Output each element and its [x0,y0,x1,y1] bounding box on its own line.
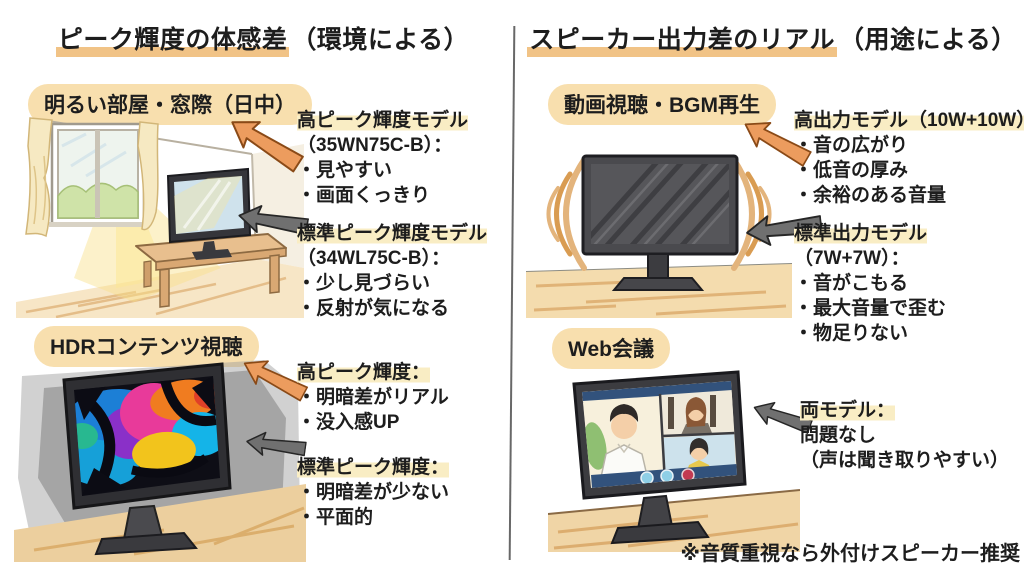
annotation-line: ・反射が気になる [297,298,450,319]
plant [583,422,607,470]
hdr-colorful-screen [74,376,220,496]
right-column-title: スピーカー出力差のリアル（用途による） [522,20,1022,59]
right-curtain [137,121,159,231]
left-curtain [25,117,53,238]
center-divider-line [508,26,516,560]
video-tile-woman [660,390,734,436]
annotation-line: ・音がこもる [794,273,909,294]
monitor-bright-room [166,167,252,260]
annotation-heading: 標準ピーク輝度： [297,457,450,478]
annotation-line: ・明暗差がリアル [297,387,449,408]
speaker-monitor-illustration [526,154,792,318]
annotation-heading: 両モデル： [800,400,896,421]
section-label-hdr: HDRコンテンツ視聴 [34,326,259,367]
annotation-heading: 高ピーク輝度： [297,362,431,383]
annotation-line: （7W+7W）： [794,248,910,269]
video-call-top-bar [582,381,732,403]
sound-waves-left-icon [546,157,587,271]
annotation-standard-peak-model: 標準ピーク輝度モデル （34WL75C-B）： ・少し見づらい ・反射が気になる [297,221,509,321]
annotation-line: ・余裕のある音量 [794,185,947,206]
monitor-dark-screen [581,154,739,291]
annotation-heading: 高出力モデル（10W+10W） [794,110,1024,131]
annotation-standard-peak: 標準ピーク輝度： ・明暗差が少ない ・平面的 [297,455,509,530]
web-conference-monitor-illustration [548,370,800,552]
right-title-paren: （用途による） [839,26,1017,54]
section-label-video-bgm: 動画視聴・BGM再生 [548,84,776,125]
annotation-line: （34WL75C-B）： [297,248,451,269]
right-title-highlighted: スピーカー出力差のリアル [527,26,837,59]
annotation-line: ・画面くっきり [297,185,431,206]
annotation-line: （声は聞き取りやすい） [800,450,1010,471]
footnote-speaker-recommendation: ※音質重視なら外付けスピーカー推奨 [680,543,1020,565]
annotation-high-output-model: 高出力モデル（10W+10W） ・音の広がり ・低音の厚み ・余裕のある音量 [794,108,1024,208]
call-button-blue-1 [640,471,654,485]
annotation-line: ・明暗差が少ない [297,482,450,503]
annotation-standard-output-model: 標準出力モデル （7W+7W）： ・音がこもる ・最大音量で歪む ・物足りない [794,221,1024,346]
annotation-block-brightness-bright-room: 高ピーク輝度モデル （35WN75C-B）： ・見やすい ・画面くっきり 標準ピ… [297,108,509,334]
annotation-line: ・物足りない [794,323,909,344]
annotation-heading: 標準出力モデル [794,223,928,244]
section-label-bright-room: 明るい部屋・窓際（日中） [28,84,312,125]
annotation-line: 問題なし [800,425,877,446]
annotation-line: ・没入感UP [297,412,400,433]
call-button-blue-2 [660,469,674,483]
window [49,122,147,227]
annotation-heading: 標準ピーク輝度モデル [297,223,488,244]
annotation-line: ・平面的 [297,507,374,528]
annotation-line: ・最大音量で歪む [794,298,947,319]
hdr-monitor-illustration [14,360,306,562]
annotation-block-web-meeting: 両モデル： 問題なし （声は聞き取りやすい） [800,398,1024,486]
annotation-block-brightness-hdr: 高ピーク輝度： ・明暗差がリアル ・没入感UP 標準ピーク輝度： ・明暗差が少な… [297,360,509,543]
bright-room-illustration [16,117,304,318]
annotation-line: ・音の広がり [794,135,909,156]
annotation-block-speaker-output: 高出力モデル（10W+10W） ・音の広がり ・低音の厚み ・余裕のある音量 標… [794,108,1024,359]
left-column-title: ピーク輝度の体感差（環境による） [20,20,505,59]
gray-arrow-icon [753,401,813,434]
annotation-both-models: 両モデル： 問題なし （声は聞き取りやすい） [800,398,1024,473]
section-label-web-meeting: Web会議 [552,328,670,369]
orange-arrow-icon [243,360,309,402]
annotation-line: ・低音の厚み [794,160,909,181]
video-tile-man [583,396,663,487]
annotation-line: ・見やすい [297,160,393,181]
orange-arrow-icon [744,122,812,167]
orange-arrow-icon [231,121,304,173]
left-title-paren: （環境による） [291,26,470,54]
annotation-heading: 高ピーク輝度モデル [297,110,469,131]
left-title-highlighted: ピーク輝度の体感差 [55,26,290,59]
gray-arrow-icon [246,431,307,457]
annotation-line: （35WN75C-B）： [297,135,453,156]
annotation-high-peak: 高ピーク輝度： ・明暗差がリアル ・没入感UP [297,360,509,435]
annotation-line: ・少し見づらい [297,273,431,294]
annotation-high-peak-model: 高ピーク輝度モデル （35WN75C-B）： ・見やすい ・画面くっきり [297,108,509,208]
